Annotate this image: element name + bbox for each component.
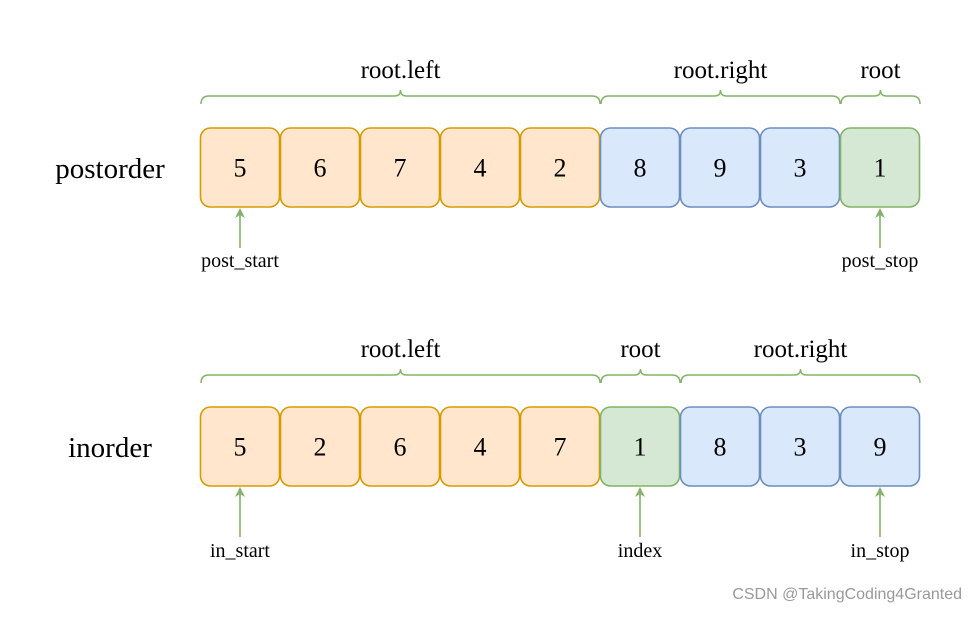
cell-value: 9 [874,433,887,462]
group-label: root.right [674,57,768,84]
group-brace: root.right [680,336,921,384]
array-cell: 8 [679,406,761,487]
cell-box [439,406,521,487]
cell-box [359,406,441,487]
array-cell: 4 [439,127,521,208]
pointer-post-start: post_start [201,208,279,272]
cell-value: 6 [394,433,407,462]
array-cell: 2 [279,406,361,487]
cell-value: 2 [314,433,327,462]
cell-box [199,127,281,208]
group-brace: root [840,57,921,105]
group-label: root [620,336,660,363]
brace-line [680,368,921,384]
row-postorder: postorder 5 6 7 4 2 8 9 3 1 root.left root.right roo… [55,57,921,272]
pointer-post-stop: post_stop [842,208,919,272]
array-cell: 7 [359,127,441,208]
cell-value: 6 [314,154,327,183]
array-cell: 5 [199,406,281,487]
array-cell: 3 [759,127,841,208]
group-brace: root.left [200,57,601,105]
cell-value: 5 [234,433,247,462]
cell-value: 5 [234,154,247,183]
cell-value: 7 [394,154,407,183]
group-brace: root.right [600,57,841,105]
array-cell: 3 [759,406,841,487]
cell-box [759,406,841,487]
pointer-index: index [618,487,662,562]
watermark-text: CSDN @TakingCoding4Granted [732,586,962,603]
brace-line [840,89,921,105]
array-cell: 7 [519,406,601,487]
row-inorder: inorder 5 2 6 4 7 1 8 3 9 root.left root root.right i… [68,336,921,562]
cell-box [279,406,361,487]
group-label: root.left [361,57,441,84]
row-label: postorder [55,153,165,185]
cell-value: 8 [714,433,727,462]
array-cell: 1 [599,406,681,487]
cell-box [599,127,681,208]
cell-box [839,127,921,208]
cell-value: 4 [474,433,487,462]
array-cell: 6 [359,406,441,487]
pointer-label: in_start [210,540,270,562]
cell-value: 8 [634,154,647,183]
cell-box [359,127,441,208]
cell-box [279,127,361,208]
pointer-in-start: in_start [210,487,270,562]
cell-box [519,127,601,208]
cell-box [439,127,521,208]
brace-line [200,368,601,384]
pointer-in-stop: in_stop [851,487,910,562]
group-brace: root.left [200,336,601,384]
array-cell: 8 [599,127,681,208]
array-cell: 1 [839,127,921,208]
cell-box [199,406,281,487]
array-cell: 2 [519,127,601,208]
array-cell: 5 [199,127,281,208]
pointer-label: post_stop [842,250,919,272]
group-label: root.right [754,336,848,363]
brace-line [600,89,841,105]
pointer-label: index [618,540,662,562]
cell-value: 7 [554,433,567,462]
cell-value: 3 [794,433,807,462]
cell-box [599,406,681,487]
group-label: root.left [361,336,441,363]
cell-box [519,406,601,487]
pointer-label: post_start [201,250,279,272]
brace-line [200,89,601,105]
group-brace: root [600,336,681,384]
group-label: root [860,57,900,84]
cell-value: 1 [874,154,887,183]
cell-value: 1 [634,433,647,462]
cell-value: 9 [714,154,727,183]
cell-box [759,127,841,208]
array-cell: 9 [679,127,761,208]
cell-box [839,406,921,487]
array-cell: 9 [839,406,921,487]
cell-value: 3 [794,154,807,183]
cell-box [679,127,761,208]
pointer-label: in_stop [851,540,910,562]
array-cell: 6 [279,127,361,208]
array-cell: 4 [439,406,521,487]
cell-box [679,406,761,487]
cell-value: 4 [474,154,487,183]
cell-value: 2 [554,154,567,183]
row-label: inorder [68,432,152,464]
brace-line [600,368,681,384]
